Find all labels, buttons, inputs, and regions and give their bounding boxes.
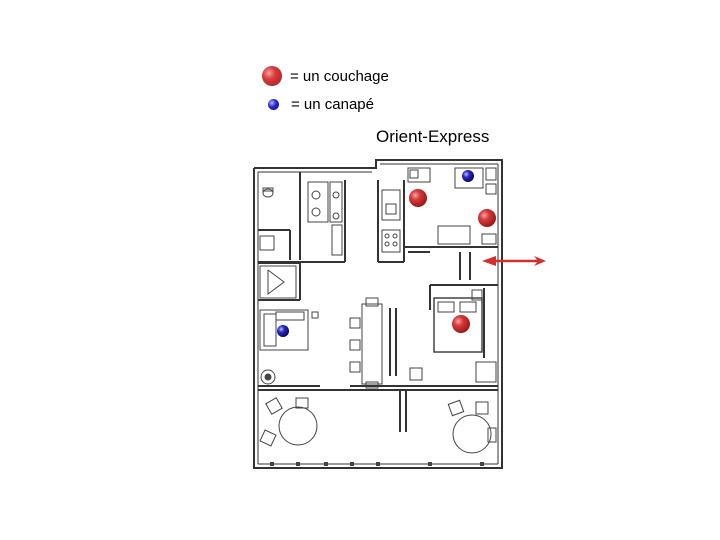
bathroom-fixtures (259, 181, 343, 256)
legend-canape: = un canapé (262, 96, 374, 113)
living-room-furniture (259, 265, 423, 389)
couchage-marker (452, 315, 470, 333)
couchage-marker-icon (262, 66, 282, 86)
couchage-markers (409, 189, 496, 333)
canape-markers (277, 170, 474, 337)
terrace-furniture (259, 397, 497, 454)
kitchen-fixtures (381, 189, 401, 253)
terrace-posts (270, 462, 484, 466)
couchage-marker (409, 189, 427, 207)
legend-couchage: = un couchage (262, 66, 389, 86)
legend-couchage-label: = un couchage (290, 67, 389, 85)
interior-walls (258, 172, 498, 432)
couchage-marker (478, 209, 496, 227)
bedroom-2-furniture (433, 289, 497, 383)
bedroom-1-furniture (407, 167, 497, 245)
plan-title: Orient-Express (376, 127, 490, 146)
legend-canape-label: = un canapé (291, 96, 374, 113)
canape-marker-icon (268, 99, 279, 110)
entrance-arrow-icon (482, 256, 546, 266)
canape-marker (462, 170, 474, 182)
canape-marker (277, 325, 289, 337)
